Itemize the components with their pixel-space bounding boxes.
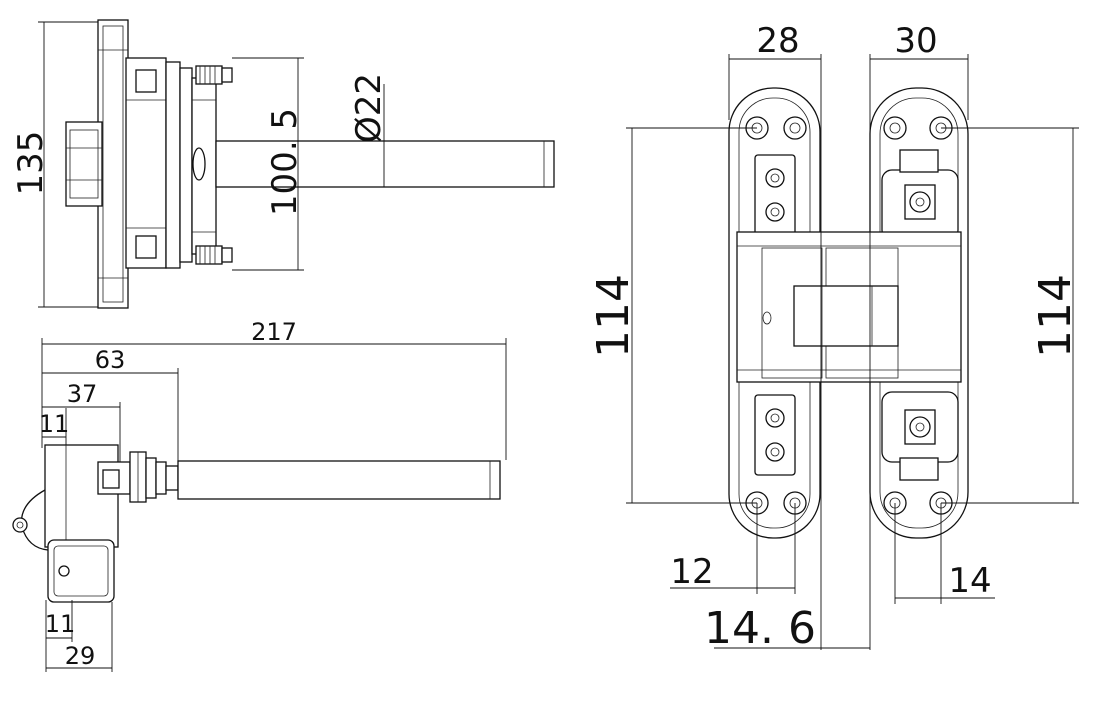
dim-side-height: 135: [11, 21, 98, 308]
label-width-11-bottom: 11: [45, 610, 76, 638]
dim-length-63: 63: [42, 346, 179, 466]
dim-hole-spacing-left: 12: [670, 503, 796, 594]
dim-side-pin-length: 100. 5: [232, 57, 305, 271]
dim-gap-width: 14. 6: [704, 603, 870, 654]
dim-hole-spacing-right: 14: [894, 503, 995, 604]
label-gap-width: 14. 6: [704, 603, 816, 654]
top-view: 217 63 37 11 11 29: [12, 318, 507, 672]
side-pin: [215, 140, 555, 188]
label-front-right-width: 30: [894, 21, 937, 61]
dim-width-11-top: 11: [39, 408, 70, 445]
dim-width-29: 29: [46, 602, 113, 672]
label-width-11-top: 11: [39, 410, 70, 438]
label-width-29: 29: [65, 642, 96, 670]
label-length-63: 63: [95, 346, 126, 374]
label-front-left-height: 114: [588, 274, 639, 358]
dim-total-length: 217: [41, 318, 507, 460]
side-clip: [65, 121, 103, 207]
label-total-length: 217: [251, 318, 297, 346]
label-front-left-width: 28: [756, 21, 799, 61]
front-view: 28 30 114 114 12: [588, 21, 1081, 654]
label-side-pin-length: 100. 5: [265, 108, 305, 216]
top-body: [44, 444, 119, 548]
front-knuckle: [793, 285, 899, 347]
label-hole-spacing-left: 12: [670, 552, 713, 592]
dim-front-left-height: 114: [588, 127, 757, 504]
label-side-height: 135: [11, 131, 51, 196]
dim-width-11-bottom: 11: [45, 600, 76, 672]
dim-front-right-width: 30: [869, 21, 969, 650]
top-lower-block: [47, 539, 115, 603]
dim-front-right-height: 114: [941, 127, 1081, 504]
label-length-37: 37: [67, 380, 98, 408]
side-body: [125, 57, 167, 269]
label-front-right-height: 114: [1030, 274, 1081, 358]
label-side-pin-diameter: Ø22: [349, 73, 389, 143]
dim-side-pin-diameter: Ø22: [349, 73, 389, 187]
dim-front-left-width: 28: [728, 21, 822, 650]
side-view: 135 100. 5 Ø22: [11, 19, 555, 309]
dim-length-37: 37: [42, 380, 121, 462]
label-hole-spacing-right: 14: [948, 561, 991, 601]
